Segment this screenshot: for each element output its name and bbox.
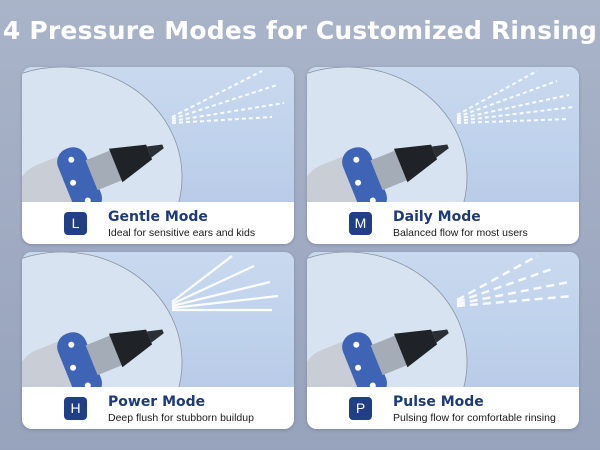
mode-name: Gentle Mode xyxy=(108,209,208,225)
mode-description: Balanced flow for most users xyxy=(393,227,528,239)
mode-card-daily: M Daily Mode Balanced flow for most user… xyxy=(307,67,579,244)
mode-info: P Pulse Mode Pulsing flow for comfortabl… xyxy=(307,387,579,429)
mode-info: M Daily Mode Balanced flow for most user… xyxy=(307,202,579,244)
nozzle-image xyxy=(307,67,579,202)
ear-irrigator-nozzle-image xyxy=(307,252,468,387)
mode-card-power: H Power Mode Deep flush for stubborn bui… xyxy=(22,252,294,429)
nozzle-image xyxy=(307,252,579,387)
mode-name: Power Mode xyxy=(108,394,206,410)
ear-irrigator-nozzle-image xyxy=(22,252,183,387)
page-title: 4 Pressure Modes for Customized Rinsing xyxy=(2,16,598,45)
mode-name: Daily Mode xyxy=(393,209,481,225)
nozzle-image xyxy=(22,252,294,387)
ear-irrigator-nozzle-image xyxy=(307,67,468,202)
mode-description: Ideal for sensitive ears and kids xyxy=(108,227,256,239)
ear-irrigator-nozzle-image xyxy=(22,67,183,202)
mode-info: H Power Mode Deep flush for stubborn bui… xyxy=(22,387,294,429)
nozzle-image xyxy=(22,67,294,202)
mode-letter-badge: P xyxy=(349,397,372,420)
mode-card-gentle: L Gentle Mode Ideal for sensitive ears a… xyxy=(22,67,294,244)
water-spray-image xyxy=(456,70,574,124)
water-spray-image xyxy=(171,70,285,124)
mode-name: Pulse Mode xyxy=(393,394,484,410)
mode-card-pulse: P Pulse Mode Pulsing flow for comfortabl… xyxy=(307,252,579,429)
mode-letter-badge: L xyxy=(64,212,87,235)
water-spray-image xyxy=(456,254,574,308)
mode-letter-badge: H xyxy=(64,397,87,420)
mode-info: L Gentle Mode Ideal for sensitive ears a… xyxy=(22,202,294,244)
mode-description: Deep flush for stubborn buildup xyxy=(108,412,254,424)
water-spray-image xyxy=(171,255,279,312)
mode-description: Pulsing flow for comfortable rinsing xyxy=(393,412,556,424)
mode-letter-badge: M xyxy=(349,212,372,235)
